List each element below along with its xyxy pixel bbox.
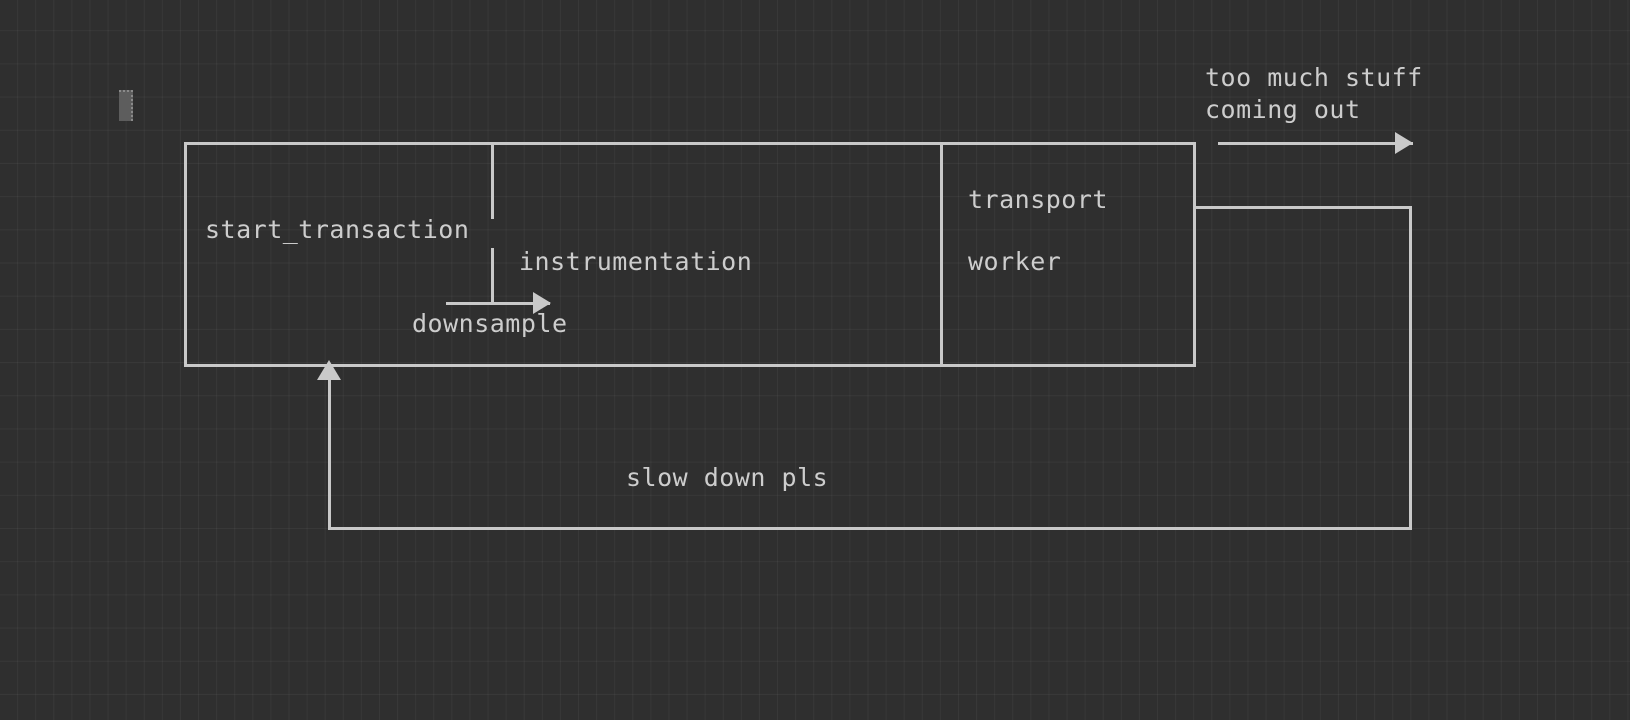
feedback-loop-top-segment bbox=[1193, 206, 1412, 209]
too-much-stuff-label-line-1: too much stuff bbox=[1205, 63, 1423, 92]
downsample-arrow-head bbox=[533, 292, 551, 314]
start-transaction-box-bottom-edge bbox=[184, 364, 1196, 367]
too-much-stuff-label-line-2: coming out bbox=[1205, 95, 1361, 124]
instrumentation-label: instrumentation bbox=[519, 247, 753, 276]
downsample-label: downsample bbox=[412, 309, 568, 338]
transport-label: transport bbox=[968, 185, 1108, 214]
downsample-arrow-shaft bbox=[446, 302, 550, 305]
too-much-stuff-arrow-shaft bbox=[1218, 142, 1413, 145]
slow-down-label: slow down pls bbox=[626, 463, 829, 492]
too-much-stuff-arrow-head bbox=[1395, 132, 1413, 154]
downsample-tap-stem-lower bbox=[491, 248, 494, 304]
feedback-loop-arrow-head bbox=[317, 360, 341, 380]
start-transaction-box-top-edge bbox=[184, 142, 1196, 145]
feedback-loop-right-segment bbox=[1409, 206, 1412, 530]
start-transaction-box-left-edge bbox=[184, 142, 187, 367]
cursor-marker bbox=[119, 90, 133, 121]
worker-label: worker bbox=[968, 247, 1062, 276]
feedback-loop-bottom-segment bbox=[328, 527, 1412, 530]
start-transaction-box-right-edge bbox=[1193, 142, 1196, 367]
feedback-loop-left-segment bbox=[328, 378, 331, 530]
transport-worker-divider bbox=[940, 142, 943, 367]
start-transaction-label: start_transaction bbox=[205, 215, 470, 244]
downsample-tap-stem-upper bbox=[491, 142, 494, 219]
